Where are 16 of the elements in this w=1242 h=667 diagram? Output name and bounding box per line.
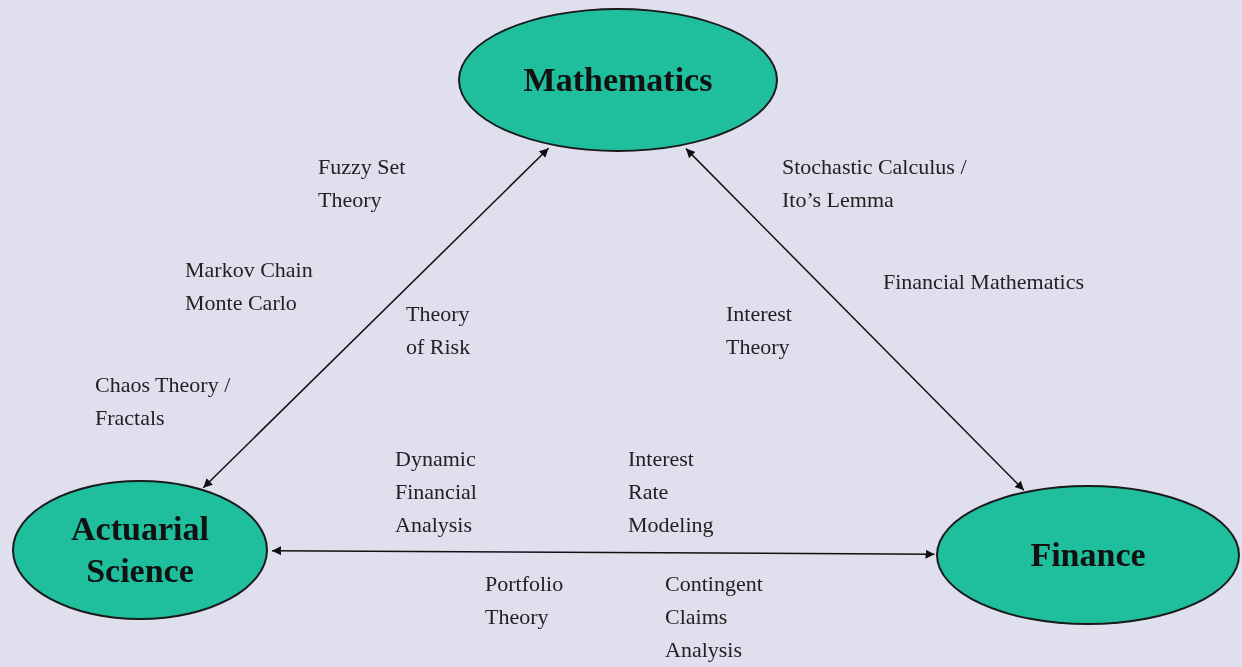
topic-label: Portfolio Theory: [485, 570, 565, 631]
double-arrow: [271, 546, 936, 559]
topic-label: Theory of Risk: [406, 300, 472, 361]
topic-label: Fuzzy Set Theory: [318, 153, 407, 214]
topic-label: Interest Rate Modeling: [628, 445, 715, 539]
double-arrow: [202, 147, 550, 489]
topic-label: Stochastic Calculus / Ito’s Lemma: [782, 153, 968, 214]
topic-label: Interest Theory: [726, 300, 793, 361]
node-title: Mathematics: [523, 59, 713, 100]
node-title: Finance: [1030, 534, 1146, 575]
topic-label: Dynamic Financial Analysis: [395, 445, 478, 539]
topic-label: Contingent Claims Analysis: [665, 570, 764, 664]
topic-label: Financial Mathematics: [883, 268, 1085, 296]
topic-label: Chaos Theory / Fractals: [95, 371, 232, 432]
topic-label: Markov Chain Monte Carlo: [185, 256, 314, 317]
node-title: Actuarial Science: [70, 508, 210, 591]
